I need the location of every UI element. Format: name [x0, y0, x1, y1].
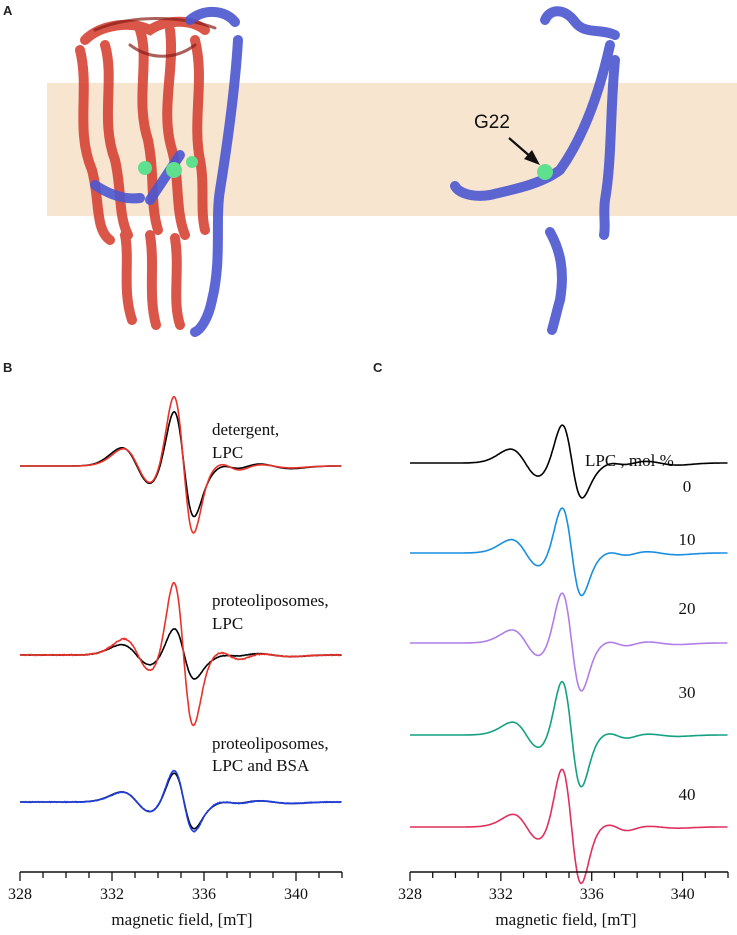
condition-2-line1: proteoliposomes,	[212, 591, 329, 610]
panel-b-trace-2-series-2	[19, 581, 342, 727]
panel-b-tick-label: 340	[284, 886, 308, 903]
panel-b-tick-label: 336	[192, 886, 216, 903]
panel-a-letter: A	[3, 3, 13, 18]
panel-c-x-axis: 328 332 336 340	[398, 871, 729, 903]
panel-c-tick-label: 336	[580, 886, 604, 903]
panel-b-tick-label: 332	[100, 886, 124, 903]
panel-c-series-label-0: 0	[683, 477, 692, 496]
panel-b: B detergent, LPC proteoliposomes, LPC pr…	[3, 360, 343, 929]
residue-label-g22: G22	[474, 112, 510, 133]
panel-b-trace-3-series-1	[20, 772, 342, 830]
panel-c-series-label-10: 10	[679, 530, 696, 549]
panel-b-letter: B	[3, 360, 12, 375]
panel-c-series-0	[410, 424, 728, 499]
protein-subunit-right	[450, 6, 620, 335]
panel-c-letter: C	[373, 360, 383, 375]
condition-3-line1: proteoliposomes,	[212, 734, 329, 753]
membrane-band	[47, 83, 737, 216]
panel-c-x-axis-title: magnetic field, [mT]	[495, 910, 636, 929]
condition-1-line1: detergent,	[212, 420, 279, 439]
residue-g22-sphere	[537, 164, 553, 180]
panel-c-series-label-30: 30	[679, 683, 696, 702]
panel-c-series-40	[410, 768, 728, 885]
panel-c-series-label-20: 20	[679, 599, 696, 618]
panel-b-x-axis-title: magnetic field, [mT]	[111, 910, 252, 929]
panel-b-x-axis: 328 332 336 340	[8, 871, 343, 903]
panel-c-series-10	[410, 507, 728, 597]
panel-c-tick-label: 340	[671, 886, 695, 903]
protein-complex-left	[75, 7, 243, 337]
condition-1-line2: LPC	[212, 443, 243, 462]
panel-a: A	[3, 3, 737, 337]
residue-arrow	[508, 137, 540, 165]
condition-3-line2: LPC and BSA	[212, 756, 310, 775]
panel-c-spectra: 0 10 20 30 40	[410, 424, 728, 885]
panel-b-trace-3-series-2	[19, 769, 342, 833]
panel-c: C LPC , mol % 0 10 20 30 40 328 332 336 340 mag…	[373, 360, 729, 929]
condition-2-line2: LPC	[212, 614, 243, 633]
panel-b-trace-1-series-2	[20, 395, 342, 534]
panel-c-series-20	[410, 592, 728, 692]
panel-b-spectra	[19, 395, 342, 833]
panel-c-tick-label: 332	[489, 886, 513, 903]
panel-c-legend-title: LPC , mol %	[585, 451, 674, 470]
panel-c-series-label-40: 40	[679, 785, 696, 804]
panel-c-series-30	[410, 680, 728, 788]
panel-b-tick-label: 328	[8, 886, 32, 903]
panel-c-tick-label: 328	[398, 886, 422, 903]
